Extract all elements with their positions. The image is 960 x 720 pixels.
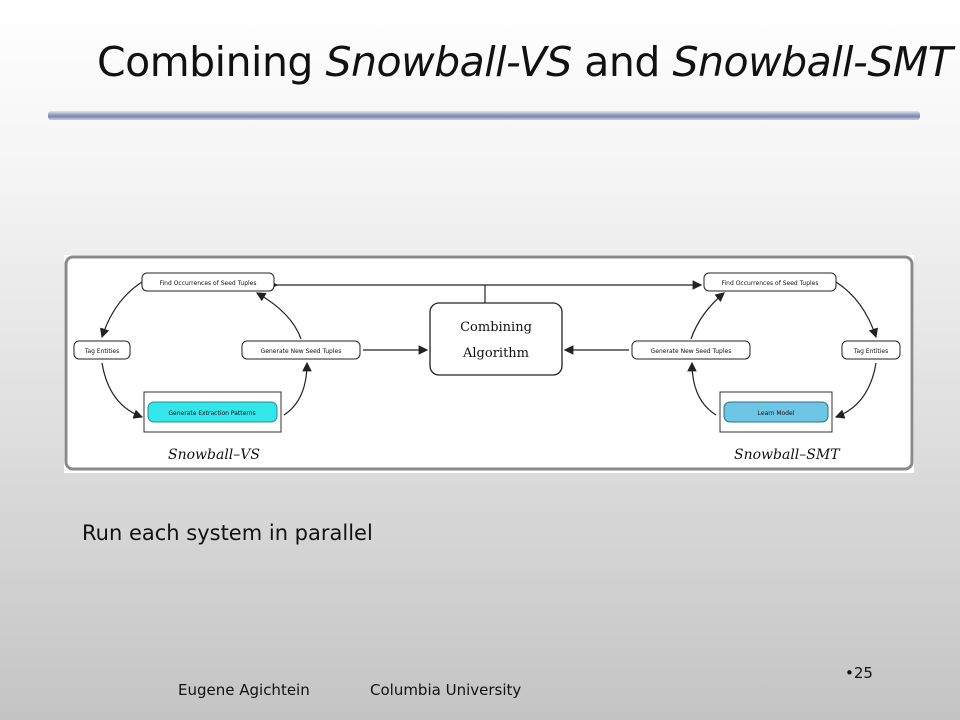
right-find-occurrences-label: Find Occurrences of Seed Tuples [722,280,819,287]
left-generate-patterns-label: Generate Extraction Patterns [168,410,255,417]
right-generate-seed-box [631,340,751,360]
right-tag-entities-box [841,340,901,360]
snowball-diagram: Combining Algorithm Find Occurrences of … [64,255,914,473]
left-arrow-patterns-to-seed [283,361,312,416]
left-system-caption: Snowball–VS [168,447,260,463]
right-learn-model-box [723,401,829,423]
right-learn-model-label: Learn Model [758,410,795,417]
slide-title: Combining Snowball-VS and Snowball-SMT [97,38,953,86]
right-arrow-model-to-seed [687,361,717,416]
footer-author: Eugene Agichtein [178,681,310,699]
combining-algorithm-box [429,302,563,376]
left-tag-entities-label: Tag Entities [84,348,120,355]
left-generate-seed-label: Generate New Seed Tuples [261,348,342,355]
footer-affiliation: Columbia University [370,681,522,699]
title-name-vs: Snowball-VS [325,38,573,86]
right-arrow-tag-to-model [834,362,877,419]
title-and: and [571,38,673,86]
left-arrow-find-to-tag [100,281,143,339]
left-generate-patterns-box [147,401,278,423]
title-divider [48,111,920,120]
left-generate-seed-box [241,340,361,360]
body-text: Run each system in parallel [82,521,373,545]
diagram-canvas: Combining Algorithm Find Occurrences of … [64,255,914,471]
right-tag-entities-label: Tag Entities [853,348,889,355]
right-arrow-find-to-tag [835,281,878,339]
left-find-occurrences-label: Find Occurrences of Seed Tuples [160,280,257,287]
right-arrow-seed-to-find [690,292,725,340]
left-arrow-seed-to-find [255,292,302,340]
right-system-caption: Snowball–SMT [734,447,841,463]
left-arrow-tag-to-patterns [101,362,144,419]
left-tag-entities-box [73,340,131,360]
right-generate-seed-label: Generate New Seed Tuples [651,348,732,355]
combining-label-line1: Combining [460,320,532,335]
title-prefix: Combining [97,38,326,86]
slide-number: •25 [845,664,873,682]
combining-label-line2: Algorithm [462,346,529,361]
title-name-smt: Snowball-SMT [672,38,953,86]
